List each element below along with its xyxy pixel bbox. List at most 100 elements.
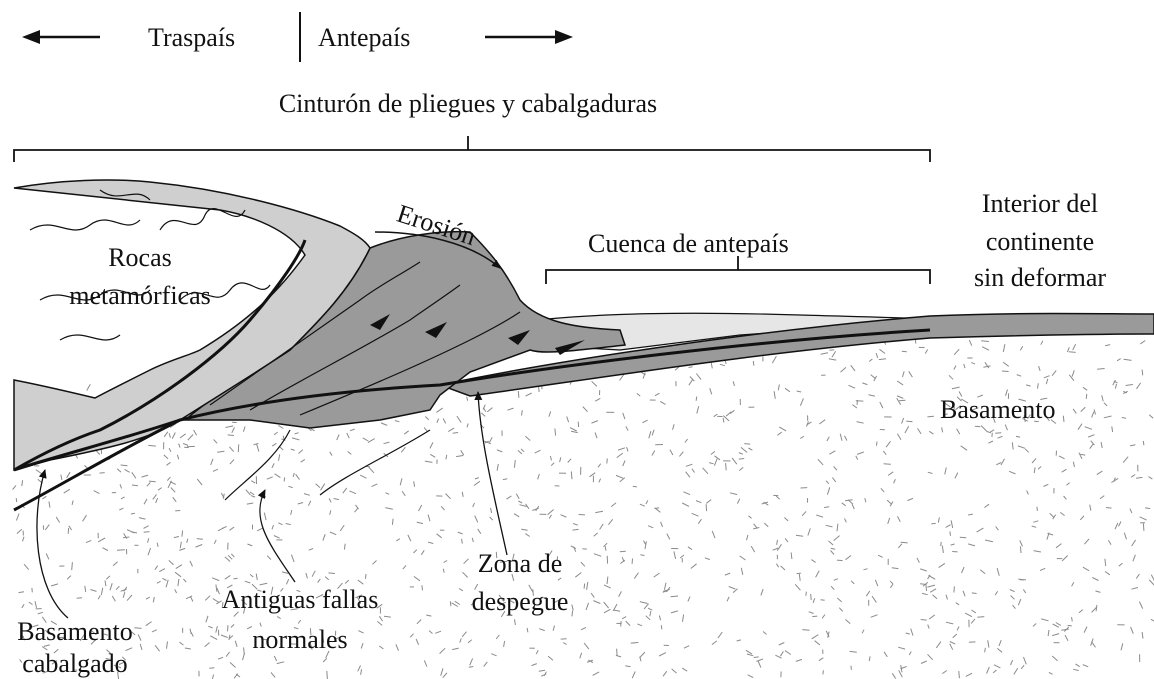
basement-label: Basamento <box>940 394 1056 425</box>
basement-dash <box>633 486 637 487</box>
basement-dash <box>72 562 73 570</box>
basement-dash <box>877 442 878 446</box>
basement-dash <box>671 596 679 597</box>
interior-label-line3: sin deformar <box>940 262 1140 293</box>
basement-dash <box>469 667 474 668</box>
basement-dash <box>422 585 423 590</box>
basement-dash <box>453 433 459 434</box>
hinterland-label: Traspaís <box>148 22 235 53</box>
basement-dash <box>812 616 817 617</box>
basement-dash <box>977 617 984 618</box>
basement-dash <box>902 351 907 352</box>
basement-dash <box>921 620 927 621</box>
basement-dash <box>148 445 156 446</box>
basement-dash <box>972 593 977 594</box>
basement-dash <box>1068 625 1072 626</box>
basement-dash <box>100 473 105 474</box>
basement-dash <box>995 433 1001 434</box>
basement-dash <box>121 465 128 466</box>
basement-dash <box>149 481 156 482</box>
basement-dash <box>573 529 579 530</box>
basement-dash <box>1063 416 1064 422</box>
basement-dash <box>1143 441 1144 445</box>
basement-dash <box>811 594 812 600</box>
basement-dash <box>1002 371 1009 372</box>
basement-dash <box>144 532 150 533</box>
basement-dash <box>209 668 214 669</box>
basement-dash <box>233 578 237 579</box>
basement-dash <box>821 600 825 601</box>
metamorphic-label-line2: metamórficas <box>20 280 260 311</box>
basement-dash <box>518 391 519 398</box>
basement-dash <box>228 435 234 436</box>
fold-thrust-belt-label: Cinturón de pliegues y cabalgaduras <box>168 88 768 119</box>
basement-dash <box>981 341 989 342</box>
basement-dash <box>631 643 639 644</box>
basement-dash <box>571 471 572 479</box>
basement-dash <box>1021 546 1022 553</box>
basement-dash <box>884 464 891 465</box>
basement-dash <box>462 539 463 544</box>
basement-dash <box>284 477 285 481</box>
metamorphic-label-line1: Rocas <box>20 242 260 273</box>
basement-dash <box>797 573 801 574</box>
basement-dash <box>661 625 662 629</box>
basement-dash <box>954 586 955 592</box>
basement-dash <box>744 444 750 445</box>
basement-dash <box>182 531 183 537</box>
foreland-arrow <box>485 30 573 44</box>
hinterland-arrow <box>22 30 100 44</box>
basement-dash <box>931 523 935 524</box>
basement-dash <box>392 519 393 525</box>
basement-dash <box>366 574 367 579</box>
foreland-label: Antepaís <box>318 22 410 53</box>
detachment-label-line2: despegue <box>440 586 600 617</box>
basement-dash <box>1069 352 1076 353</box>
basement-dash <box>555 429 556 436</box>
basement-dash <box>754 657 759 658</box>
foreland-basin-label: Cuenca de antepaís <box>588 228 789 259</box>
basement-dash <box>689 367 693 368</box>
basement-dash <box>123 537 129 538</box>
basement-dash <box>1037 507 1038 511</box>
basement-dash <box>802 630 809 631</box>
normal-faults-label-line2: normales <box>190 624 410 655</box>
basement-dash <box>1143 523 1144 531</box>
basement-dash <box>823 670 824 674</box>
basement-dash <box>617 649 618 656</box>
basement-dash <box>607 458 608 463</box>
basement-dash <box>927 416 934 417</box>
basement-dash <box>960 537 966 538</box>
thrust-basement-label-line1: Basamento <box>0 616 150 647</box>
basement-dash <box>726 463 727 470</box>
basement-dash <box>901 542 908 543</box>
interior-label-line1: Interior del <box>940 188 1140 219</box>
basement-dash <box>926 585 927 591</box>
basement-dash <box>837 560 843 561</box>
foreland-basin-bracket <box>546 256 930 284</box>
basement-dash <box>739 459 744 460</box>
basement-dash <box>806 592 807 596</box>
basement-dash <box>1142 370 1143 376</box>
basement-dash <box>329 573 336 574</box>
basement-dash <box>906 421 912 422</box>
basement-dash <box>941 542 942 546</box>
basement-dash <box>950 531 951 535</box>
basement-dash <box>117 550 125 551</box>
basement-dash <box>706 504 707 511</box>
interior-label-line2: continente <box>940 226 1140 257</box>
basement-dash <box>1086 394 1087 399</box>
basement-dash <box>16 498 17 502</box>
detachment-label-line1: Zona de <box>440 548 600 579</box>
fold-thrust-belt-bracket <box>14 136 930 162</box>
basement-dash <box>620 551 626 552</box>
basement-dash <box>959 671 960 678</box>
normal-faults-label-line1: Antiguas fallas <box>190 584 410 615</box>
basement-dash <box>829 350 834 351</box>
basement-dash <box>197 539 203 540</box>
basement-dash <box>327 671 328 679</box>
basement-dash <box>1106 508 1112 509</box>
basement-dash <box>753 361 754 366</box>
basement-dash <box>696 397 697 401</box>
thrust-basement-label-line2: cabalgado <box>0 648 150 679</box>
